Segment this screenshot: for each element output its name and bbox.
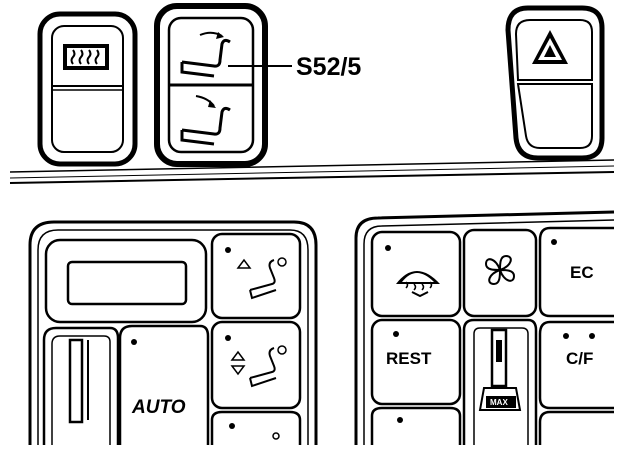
- cf-label: C/F: [566, 349, 593, 368]
- ec-label: EC: [570, 263, 594, 282]
- fan-button[interactable]: [462, 228, 538, 318]
- right-bottom-button[interactable]: [538, 410, 614, 445]
- hazard-triangle-icon: [532, 30, 568, 64]
- climate-control-panel: AUTO: [28, 220, 318, 445]
- rear-window-defrost-icon: [63, 44, 109, 70]
- seat-adjust-switch[interactable]: [154, 3, 268, 167]
- seat-backrest-down-icon: [180, 95, 231, 146]
- seat-recline-icon: [236, 257, 287, 300]
- dashboard-edge: [9, 159, 615, 184]
- seat-adjust-updown-icon: [230, 345, 287, 388]
- climate-display: [44, 238, 208, 324]
- ec-button[interactable]: EC: [538, 226, 614, 318]
- callout-label: S52/5: [296, 53, 361, 81]
- temperature-slider[interactable]: [42, 326, 120, 445]
- cf-button[interactable]: C/F: [538, 320, 614, 410]
- rear-defrost-switch[interactable]: [37, 11, 138, 167]
- auto-label: AUTO: [131, 397, 186, 418]
- rest-button[interactable]: REST: [370, 318, 462, 406]
- seat-backrest-up-icon: [180, 31, 231, 78]
- auxiliary-control-panel: EC REST MAX C/F: [354, 210, 615, 445]
- windshield-defrost-icon: [396, 271, 440, 298]
- windshield-defrost-button[interactable]: [370, 230, 462, 318]
- seat-recline-button[interactable]: [210, 232, 302, 320]
- max-slider[interactable]: MAX: [462, 318, 538, 445]
- max-label: MAX: [490, 398, 508, 407]
- hazard-switch[interactable]: [505, 5, 605, 161]
- seat-updown-button[interactable]: [210, 320, 302, 410]
- auto-button[interactable]: AUTO: [118, 324, 210, 445]
- climate-lower-button[interactable]: [210, 410, 302, 445]
- right-lower-button[interactable]: [370, 406, 462, 445]
- fan-icon: [484, 254, 516, 286]
- rest-label: REST: [386, 349, 432, 368]
